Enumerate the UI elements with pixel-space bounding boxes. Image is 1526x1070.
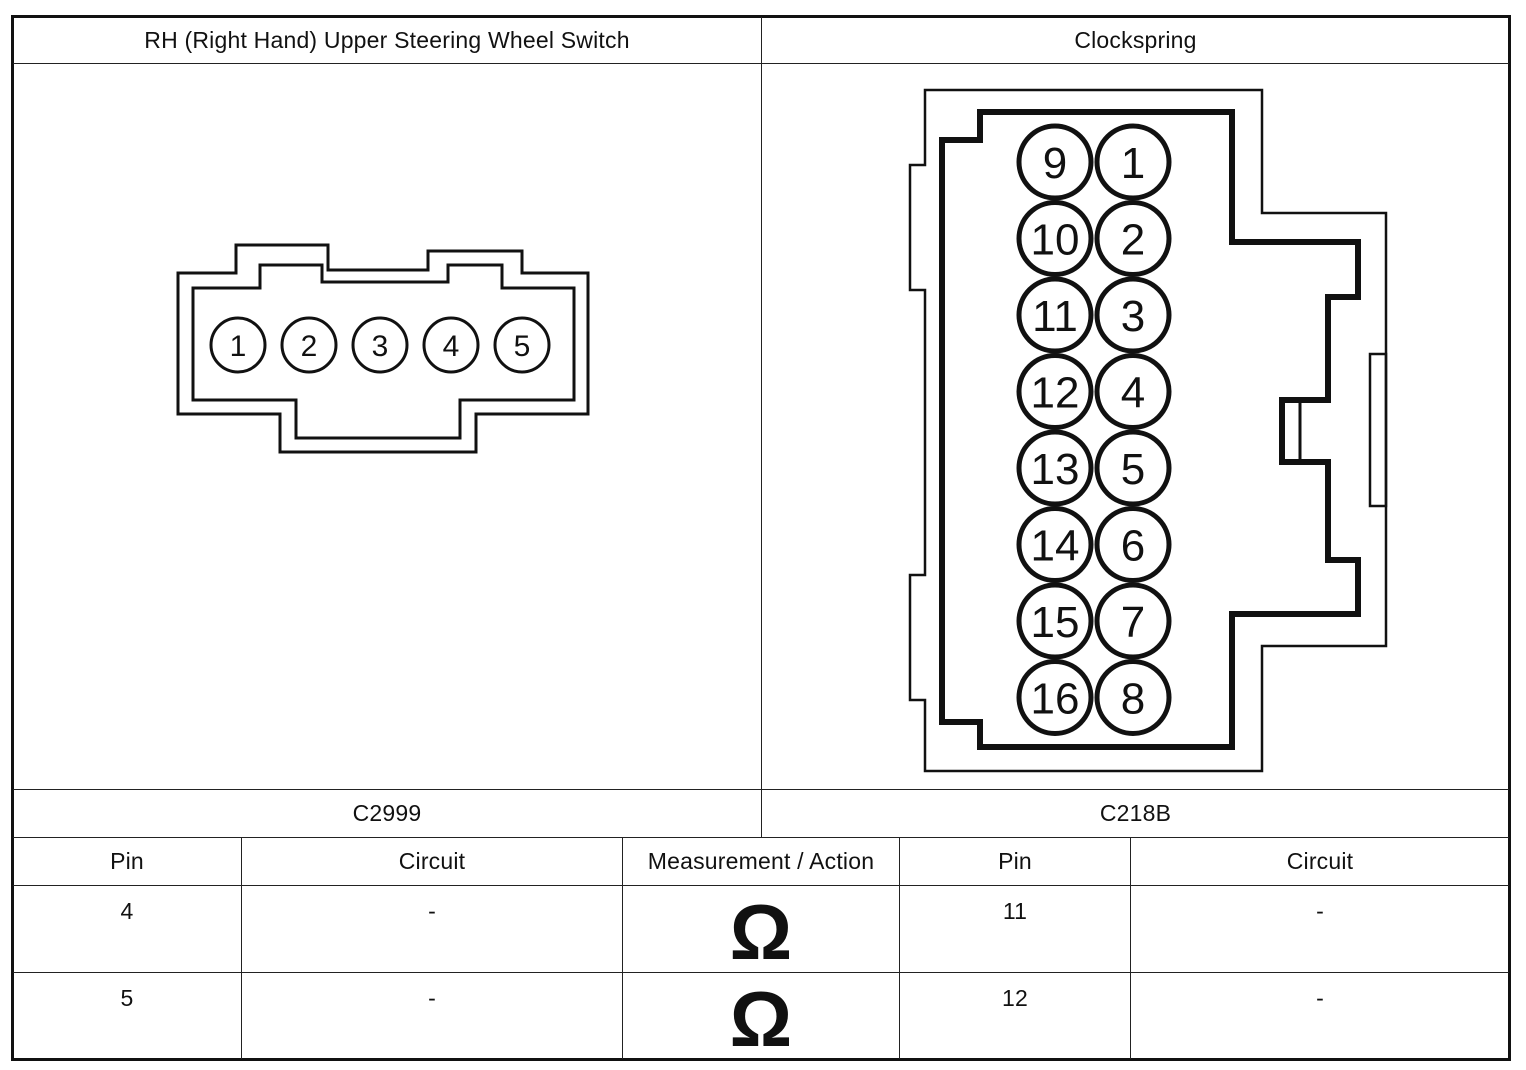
right-connector-pin-3: 3: [1094, 276, 1172, 354]
left-connector-pin-1: 1: [209, 316, 267, 374]
pin-number: 4: [443, 330, 460, 363]
ohm-icon: Ω: [729, 887, 793, 976]
right-connector-pin-12: 12: [1016, 353, 1094, 430]
pin-number: 5: [1121, 445, 1145, 494]
pin-circle: [1094, 506, 1172, 583]
right-connector-pin-16: 16: [1016, 659, 1094, 736]
pin-number: 2: [1121, 215, 1145, 264]
pin-number: 14: [1031, 521, 1080, 570]
right-connector-outer-housing: [908, 88, 1388, 773]
diagram-frame: [11, 15, 1511, 1061]
right-connector-pin-14: 14: [1016, 506, 1094, 583]
pin-number: 2: [301, 330, 318, 363]
right-connector-latch-tab: [1368, 352, 1388, 508]
right-connector-pin-13: 13: [1016, 429, 1094, 507]
left-connector-pin-4: 4: [422, 316, 480, 374]
divider-col-1: [241, 837, 242, 1059]
pin-circle: [1016, 200, 1094, 277]
pin-circle: [351, 316, 409, 374]
right-connector-pin-15: 15: [1016, 582, 1094, 660]
pin-circle: [493, 316, 551, 374]
pin-circle: [209, 316, 267, 374]
right-connector-pin-1: 1: [1094, 123, 1172, 201]
left-connector-inner-housing: [191, 263, 576, 440]
left-connector-outer-housing: [176, 243, 590, 454]
pin-number: 3: [372, 330, 389, 363]
pin-circle: [1016, 276, 1094, 354]
pin-number: 13: [1031, 445, 1080, 494]
pin-circle: [1016, 582, 1094, 660]
right-connector-pin-11: 11: [1016, 276, 1094, 354]
divider-row-1: [13, 972, 1509, 973]
table-header-circuit-b: Circuit: [1286, 848, 1354, 874]
right-connector-id: C218B: [1099, 800, 1172, 826]
pin-circle: [1094, 276, 1172, 354]
pin-circle: [1016, 123, 1094, 201]
pin-number: 16: [1031, 674, 1080, 723]
divider-col-3: [899, 837, 900, 1059]
left-connector-pin-2: 2: [280, 316, 338, 374]
table-row-1-circuit-b: -: [1316, 898, 1324, 924]
right-connector-key-slot: [1282, 398, 1302, 464]
pin-circle: [1016, 429, 1094, 507]
right-connector-pin-5: 5: [1094, 429, 1172, 507]
divider-table-header: [13, 885, 1509, 886]
left-connector-pin-3: 3: [351, 316, 409, 374]
pin-number: 1: [1121, 139, 1145, 188]
left-connector-id: C2999: [352, 800, 422, 826]
table-row-2-circuit-a: -: [428, 985, 436, 1011]
table-header-measurement: Measurement / Action: [647, 848, 875, 874]
right-connector-pin-2: 2: [1094, 200, 1172, 277]
right-header: Clockspring: [1074, 26, 1197, 53]
right-connector-pin-6: 6: [1094, 506, 1172, 583]
pin-number: 15: [1031, 598, 1080, 647]
pin-number: 4: [1121, 368, 1145, 417]
pin-circle: [1094, 582, 1172, 660]
divider-col-4: [1130, 837, 1131, 1059]
table-row-2-circuit-b: -: [1316, 985, 1324, 1011]
table-header-pin-b: Pin: [998, 848, 1032, 874]
pin-circle: [1016, 506, 1094, 583]
table-row-1-pin-a: 4: [120, 898, 134, 924]
ohm-icon: Ω: [729, 974, 793, 1063]
table-header-circuit-a: Circuit: [398, 848, 466, 874]
pin-circle: [1094, 353, 1172, 430]
table-row-2-pin-b: 12: [1002, 985, 1028, 1011]
pin-circle: [280, 316, 338, 374]
right-connector-pin-8: 8: [1094, 659, 1172, 736]
left-connector-pin-5: 5: [493, 316, 551, 374]
pin-number: 5: [514, 330, 531, 363]
pin-number: 6: [1121, 521, 1145, 570]
left-header: RH (Right Hand) Upper Steering Wheel Swi…: [144, 26, 630, 53]
table-row-1-pin-b: 11: [1002, 898, 1028, 924]
right-connector-pin-9: 9: [1016, 123, 1094, 201]
pin-number: 1: [230, 330, 247, 363]
pin-number: 7: [1121, 598, 1145, 647]
pin-circle: [1094, 200, 1172, 277]
pin-circle: [1094, 429, 1172, 507]
pin-circle: [422, 316, 480, 374]
pin-number: 12: [1031, 368, 1080, 417]
table-row-1-circuit-a: -: [428, 898, 436, 924]
pin-circle: [1094, 123, 1172, 201]
pin-number: 3: [1121, 292, 1145, 341]
pin-circle: [1016, 659, 1094, 736]
divider-center: [761, 17, 762, 837]
divider-table-top: [13, 837, 1509, 838]
right-connector-pin-7: 7: [1094, 582, 1172, 660]
pin-circle: [1094, 659, 1172, 736]
pin-number: 10: [1031, 215, 1080, 264]
pin-number: 9: [1043, 139, 1067, 188]
pin-number: 11: [1032, 292, 1078, 341]
pin-circle: [1016, 353, 1094, 430]
divider-col-2: [622, 837, 623, 1059]
table-row-2-pin-a: 5: [120, 985, 134, 1011]
right-connector-pin-4: 4: [1094, 353, 1172, 430]
table-header-pin-a: Pin: [110, 848, 144, 874]
pin-number: 8: [1121, 674, 1145, 723]
right-connector-pin-10: 10: [1016, 200, 1094, 277]
